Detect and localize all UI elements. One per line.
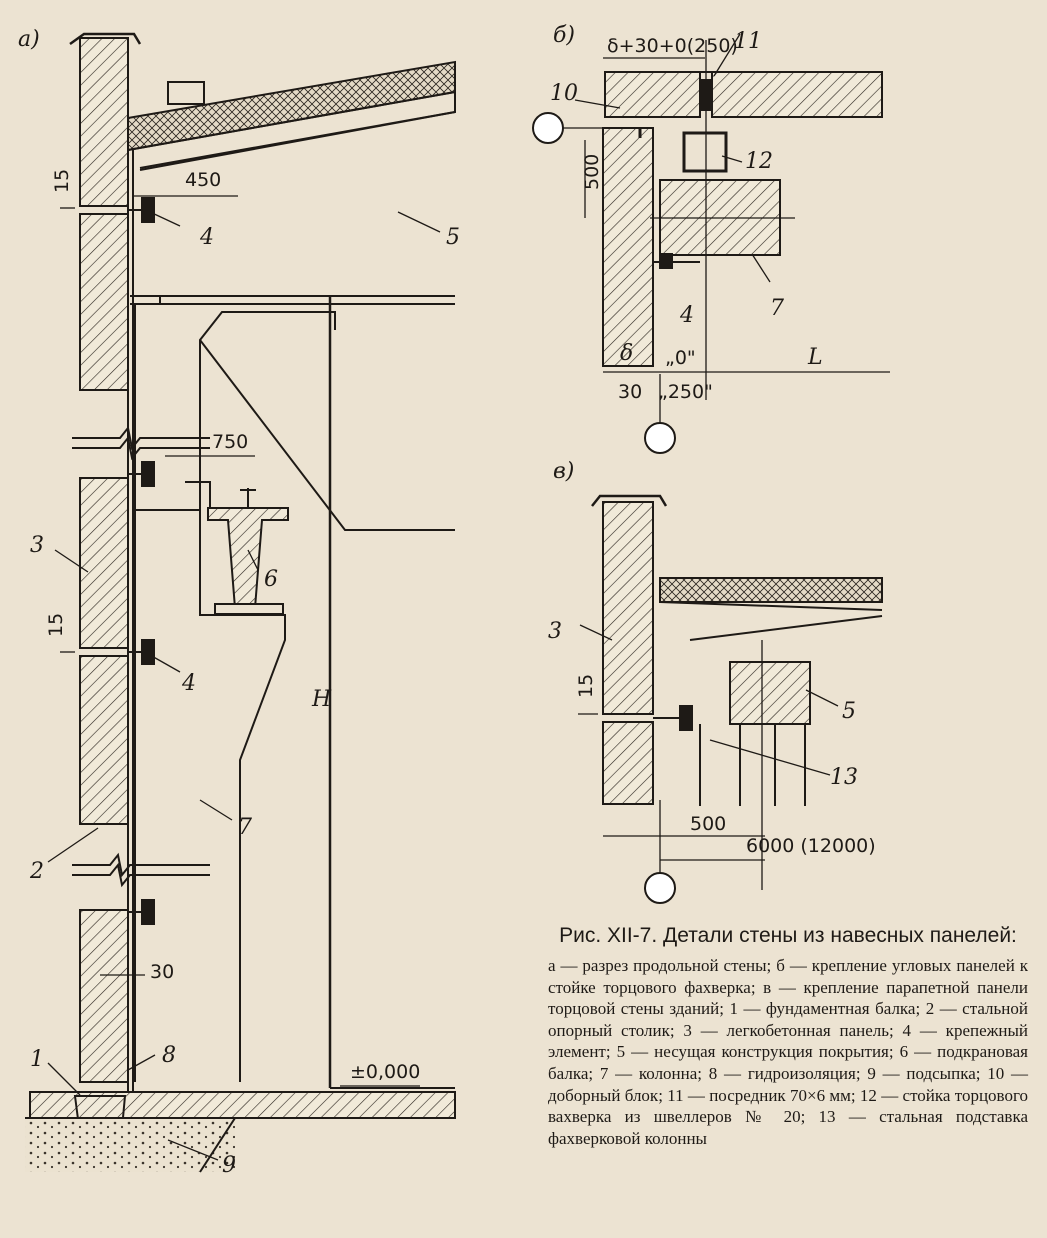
panel-c-letter: в) (553, 459, 574, 484)
caption-body: а — разрез продольной стены; б — креплен… (548, 956, 1028, 1148)
callout-4a: 4 (199, 225, 214, 250)
callout-7: 7 (238, 815, 252, 840)
callout-5: 5 (446, 225, 460, 250)
callout-2: 2 (29, 859, 44, 884)
callout-3: 3 (30, 533, 44, 558)
dim-b-500: 500 (581, 154, 603, 190)
callout-5-c: 5 (842, 699, 856, 724)
callout-3-c: 3 (548, 619, 562, 644)
callout-7-b: 7 (770, 296, 784, 321)
wall-panel-3 (79, 477, 129, 649)
callout-8: 8 (162, 1043, 176, 1068)
callout-1: 1 (30, 1047, 44, 1072)
dim-c-15: 15 (575, 674, 597, 698)
panel-b-letter: б) (553, 23, 575, 48)
panel-b (532, 33, 890, 454)
dim-c-6000: 6000 (12000) (746, 835, 876, 857)
dim-30: 30 (150, 961, 174, 983)
dim-c-500: 500 (690, 813, 726, 835)
dim-15-mid: 15 (45, 613, 67, 637)
level-zero: ±0,000 (350, 1061, 420, 1083)
callout-11: 11 (734, 29, 762, 54)
dim-450: 450 (185, 169, 221, 191)
dim-750: 750 (212, 431, 248, 453)
dim-h: H (311, 687, 332, 712)
callout-10: 10 (550, 81, 578, 106)
callout-13: 13 (830, 765, 858, 790)
callout-9: 9 (222, 1153, 236, 1178)
callout-4-b: 4 (679, 303, 694, 328)
dim-b-top: δ+30+0(250) (607, 35, 738, 57)
figure-caption: Рис. XII-7. Детали стены из навесных пан… (548, 922, 1028, 1149)
panel-c (578, 494, 883, 904)
wall-panel-2 (79, 213, 129, 391)
callout-6: 6 (264, 567, 278, 592)
dim-b-250: „250" (658, 381, 713, 403)
panel-a-letter: а) (18, 27, 40, 52)
callout-12: 12 (745, 149, 773, 174)
panel-a (25, 32, 456, 1173)
callout-4b: 4 (181, 671, 196, 696)
dim-b-l: L (807, 345, 823, 370)
dim-15-top: 15 (51, 169, 73, 193)
wall-panel-4 (79, 655, 129, 825)
dim-b-zero: „0" (665, 347, 696, 369)
wall-panel-5 (79, 909, 129, 1083)
wall-panel-1 (79, 37, 129, 207)
caption-title: Рис. XII-7. Детали стены из навесных пан… (559, 924, 1017, 947)
dim-b-delta: δ (620, 341, 633, 366)
dim-b-30: 30 (618, 381, 642, 403)
